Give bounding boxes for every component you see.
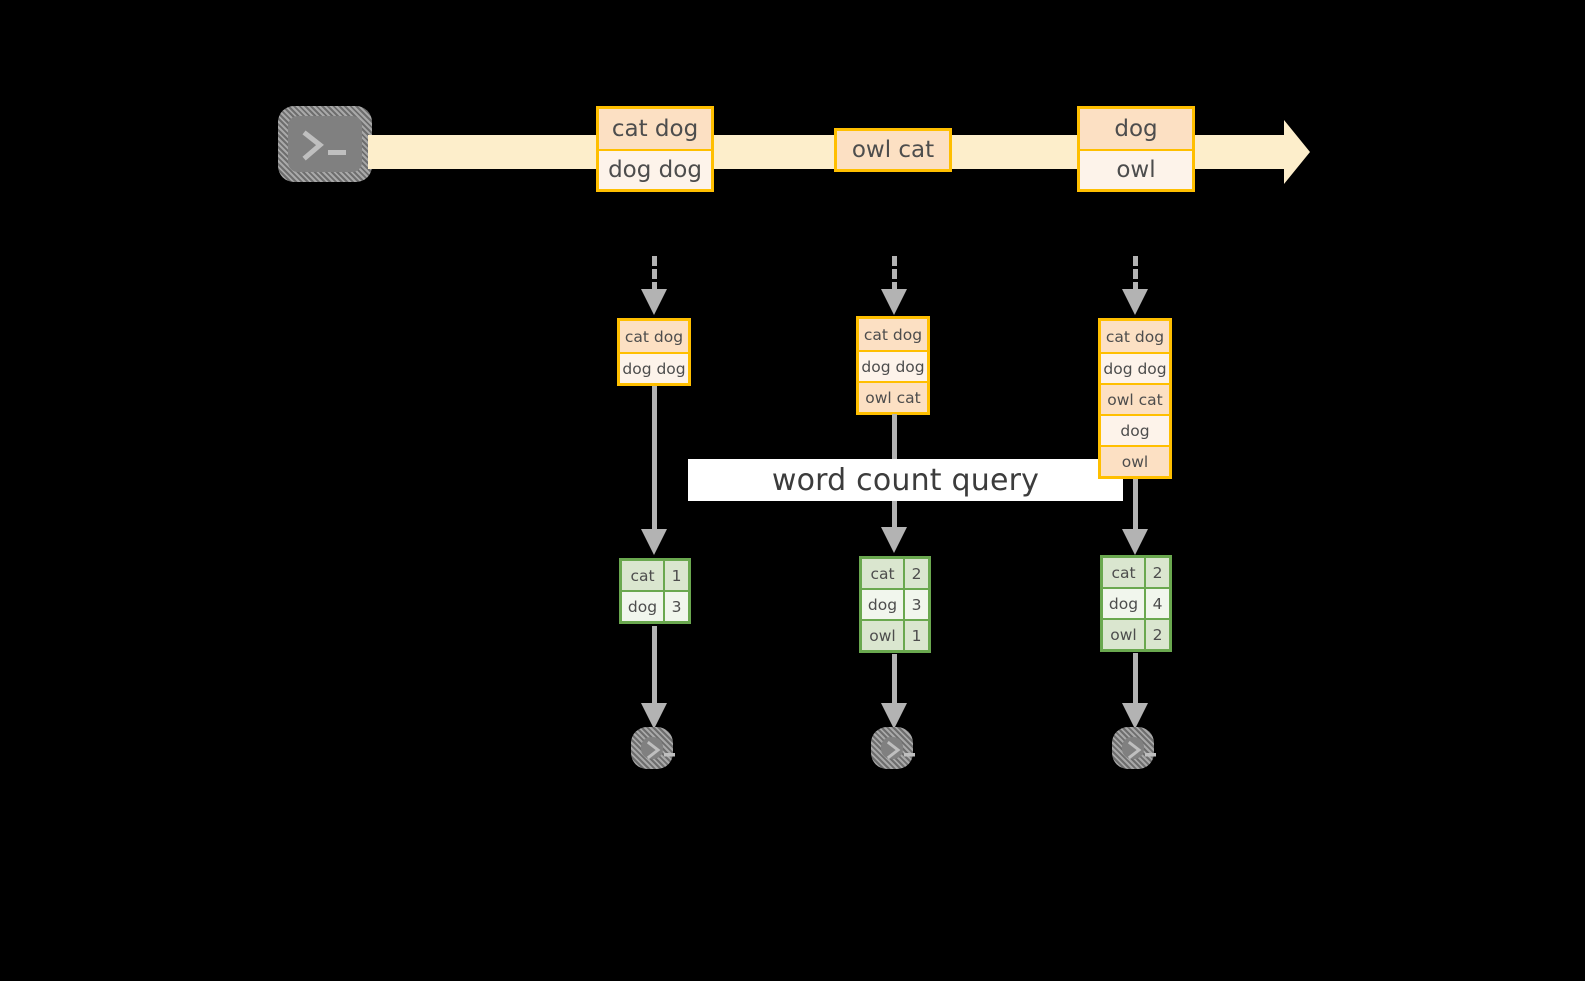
stream-event-1[interactable]: cat dog dog dog [596,106,714,192]
query-label: word count query [688,459,1123,501]
snapshot-2-dashed-connector [892,256,897,292]
snapshot-3-result-arrow-icon [1121,528,1149,556]
result-count: 3 [663,592,688,621]
result-word: cat [862,559,903,588]
snapshot-2-record-1: cat dog [859,319,927,350]
snapshot-3-inbox-arrow-icon [1121,288,1149,316]
snapshot-2-record-3: owl cat [859,381,927,412]
snapshot-1-result-table[interactable]: cat 1 dog 3 [619,558,691,624]
result-count: 1 [903,621,928,650]
stream-event-1-line-1: cat dog [599,109,711,149]
snapshot-3-record-5: owl [1101,445,1169,476]
table-row: dog 3 [862,588,928,619]
snapshot-1-records[interactable]: cat dog dog dog [617,318,691,386]
table-row: owl 2 [1103,618,1169,649]
snapshot-1-result-arrow-icon [640,528,668,556]
snapshot-1-dashed-connector [652,256,657,292]
source-terminal-icon [278,106,372,182]
stream-event-3[interactable]: dog owl [1077,106,1195,192]
terminal-face [288,116,362,172]
stream-arrow-head-icon [1284,118,1310,186]
terminal-face [1122,737,1144,759]
snapshot-2-sink-arrow-icon [880,702,908,730]
result-word: owl [862,621,903,650]
snapshot-1-query-connector [652,386,657,532]
snapshot-3-sink-connector [1133,653,1138,706]
snapshot-3-sink-terminal-icon [1112,727,1156,769]
snapshot-1-inbox-arrow-icon [640,288,668,316]
table-row: cat 1 [622,561,688,590]
snapshot-2-inbox-arrow-icon [880,288,908,316]
result-word: dog [622,592,663,621]
stream-event-1-line-2: dog dog [599,149,711,189]
table-row: dog 4 [1103,587,1169,618]
result-count: 2 [903,559,928,588]
snapshot-2-result-table[interactable]: cat 2 dog 3 owl 1 [859,556,931,653]
snapshot-3-record-3: owl cat [1101,383,1169,414]
result-count: 2 [1144,558,1169,587]
snapshot-3-dashed-connector [1133,256,1138,292]
snapshot-2-record-2: dog dog [859,350,927,381]
snapshot-3-result-table[interactable]: cat 2 dog 4 owl 2 [1100,555,1172,652]
prompt-glyph [885,740,921,762]
result-word: cat [1103,558,1144,587]
table-row: owl 1 [862,619,928,650]
snapshot-1-sink-connector [652,626,657,706]
snapshot-3-records[interactable]: cat dog dog dog owl cat dog owl [1098,318,1172,479]
snapshot-1-record-2: dog dog [620,352,688,383]
table-row: cat 2 [862,559,928,588]
snapshot-1-sink-arrow-icon [640,702,668,730]
snapshot-3-record-1: cat dog [1101,321,1169,352]
result-count: 2 [1144,620,1169,649]
result-count: 1 [663,561,688,590]
table-row: dog 3 [622,590,688,621]
stream-event-3-line-2: owl [1080,149,1192,189]
result-word: dog [862,590,903,619]
stream-event-3-line-1: dog [1080,109,1192,149]
result-word: dog [1103,589,1144,618]
prompt-glyph [645,740,681,762]
terminal-face [641,737,663,759]
snapshot-3-record-4: dog [1101,414,1169,445]
terminal-face [881,737,903,759]
snapshot-1-sink-terminal-icon [631,727,675,769]
query-label-text: word count query [771,462,1040,498]
table-row: cat 2 [1103,558,1169,587]
snapshot-2-sink-connector [892,654,897,706]
result-word: owl [1103,620,1144,649]
snapshot-3-query-connector [1133,470,1138,532]
result-count: 4 [1144,589,1169,618]
snapshot-1-record-1: cat dog [620,321,688,352]
stream-event-2[interactable]: owl cat [834,128,952,172]
snapshot-3-record-2: dog dog [1101,352,1169,383]
snapshot-3-sink-arrow-icon [1121,702,1149,730]
snapshot-2-records[interactable]: cat dog dog dog owl cat [856,316,930,415]
stream-event-2-line-1: owl cat [837,131,949,169]
prompt-glyph [1126,740,1162,762]
snapshot-2-sink-terminal-icon [871,727,915,769]
result-word: cat [622,561,663,590]
snapshot-2-result-arrow-icon [880,526,908,554]
prompt-glyph [300,130,360,164]
result-count: 3 [903,590,928,619]
